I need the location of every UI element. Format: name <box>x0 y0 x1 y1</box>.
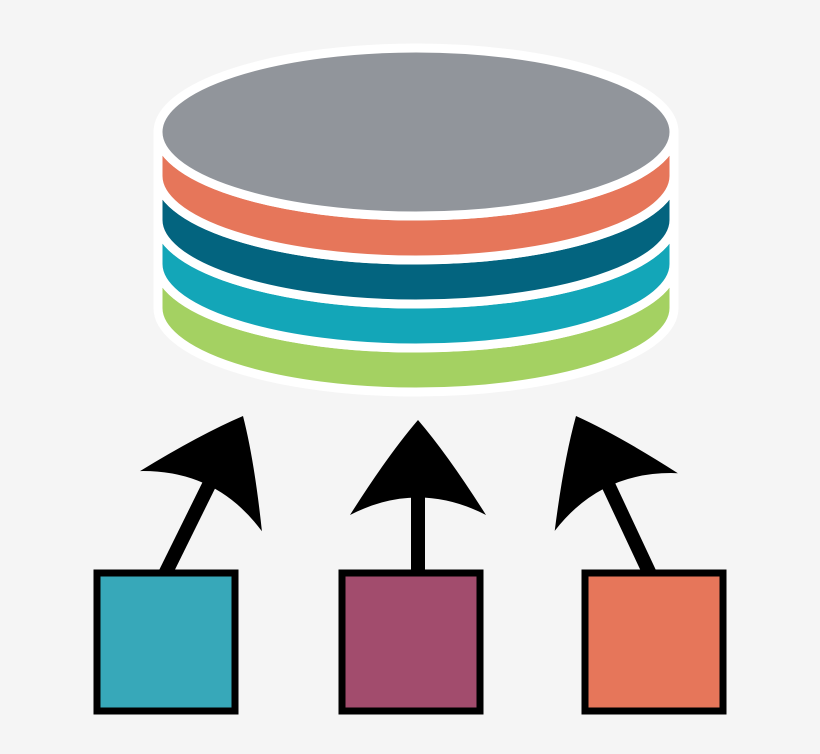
arrow-up-icon <box>350 420 486 574</box>
source-box-icon <box>338 569 484 715</box>
arrow-up-icon <box>139 416 262 578</box>
source-box-icon <box>581 569 727 715</box>
arrow-up-icon <box>554 416 678 577</box>
database-stack-icon <box>153 43 679 397</box>
source-box-icon <box>93 569 239 715</box>
arrow-group <box>139 416 678 578</box>
source-box-group <box>93 569 727 715</box>
database-top <box>153 43 679 221</box>
